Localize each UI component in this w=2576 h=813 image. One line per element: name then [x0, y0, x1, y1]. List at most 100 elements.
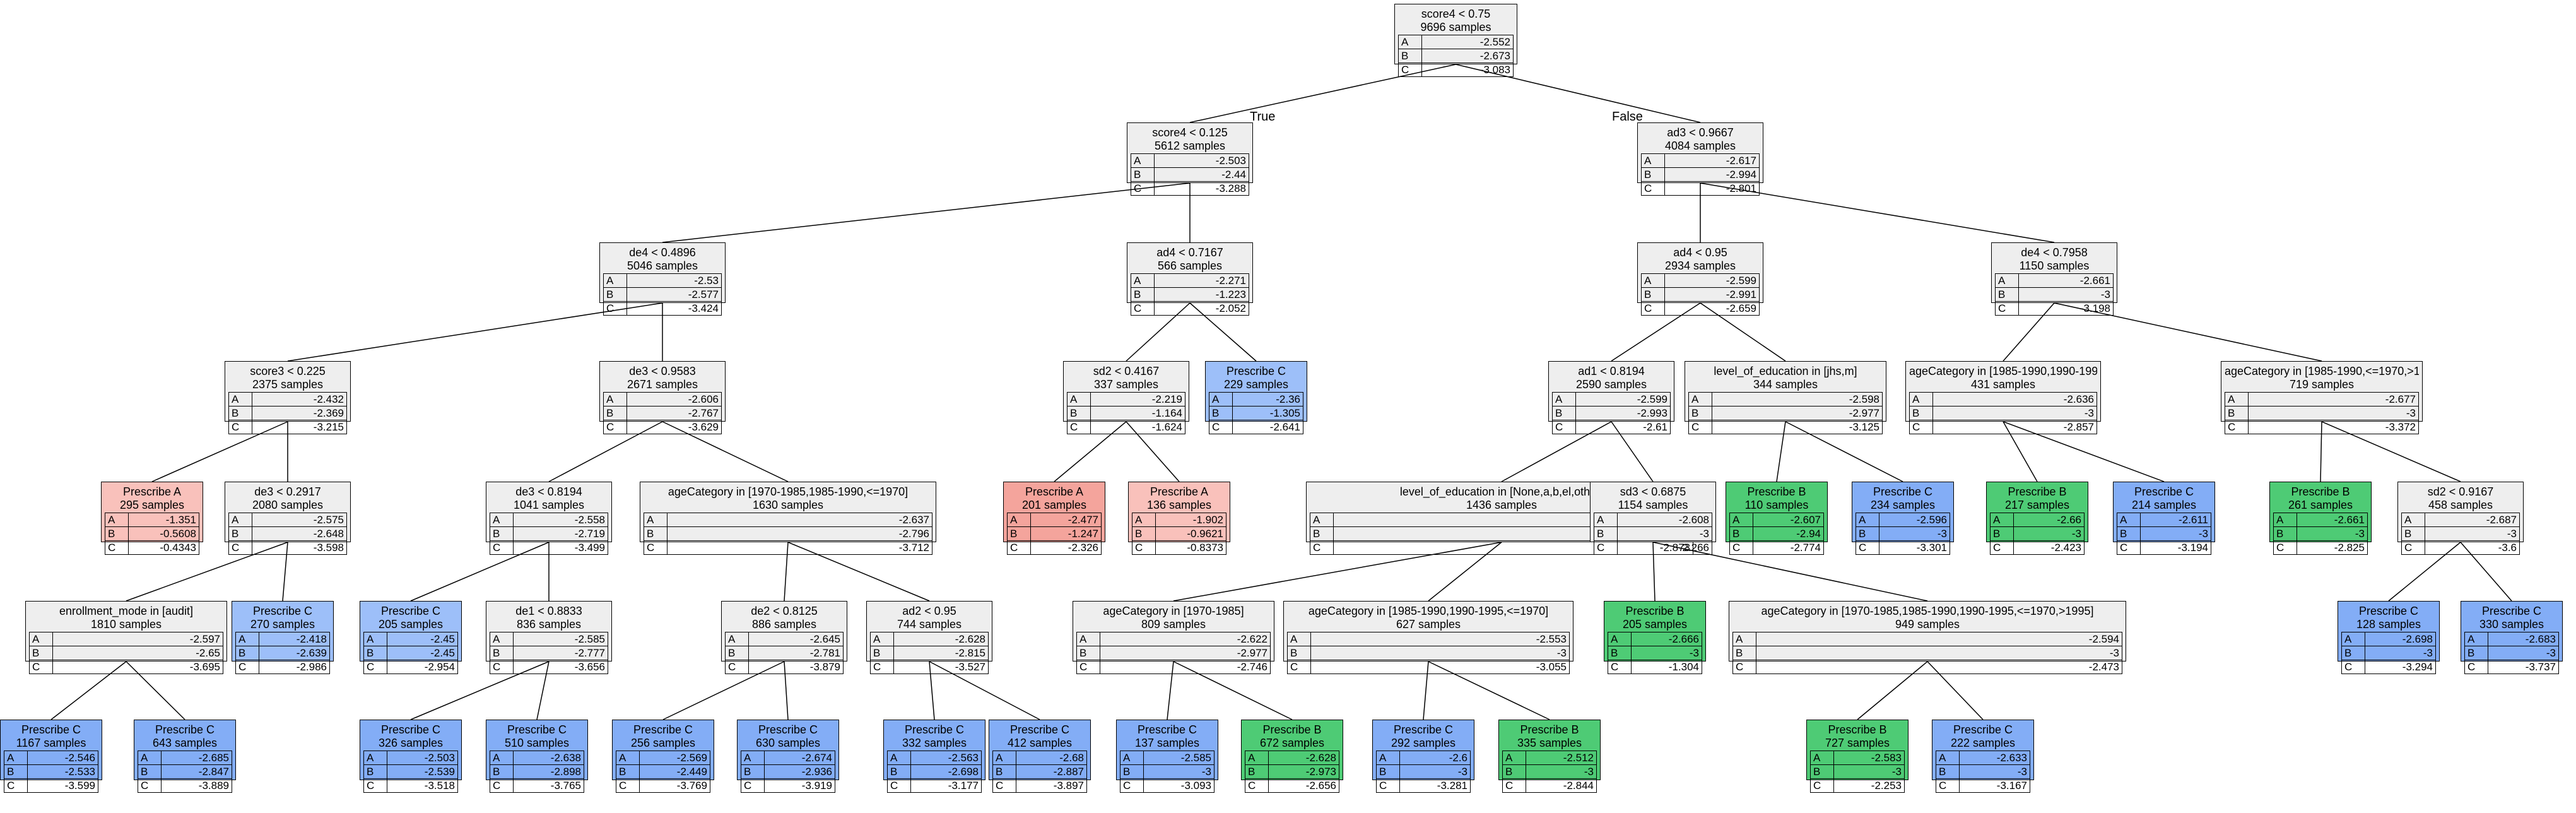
node-value-row: B-2.898: [490, 764, 584, 779]
node-value-row: B-2.991: [1641, 287, 1760, 302]
class-label: A: [2117, 513, 2141, 527]
node-value-row: B-2.533: [4, 764, 98, 779]
node-samples: 2590 samples: [1575, 378, 1647, 391]
class-label: C: [1856, 540, 1879, 555]
node-value-row: B-3: [2401, 526, 2520, 541]
class-value: -2.594: [1756, 632, 2122, 646]
class-label: A: [1856, 513, 1879, 527]
class-value: -2.656: [1268, 778, 1339, 793]
node-samples: 836 samples: [516, 618, 582, 631]
class-value: -2.6: [1399, 751, 1471, 765]
class-label: C: [603, 420, 627, 434]
class-label: A: [2401, 513, 2425, 527]
class-value: -2.503: [1154, 153, 1249, 168]
node-value-row: C-3.769: [616, 778, 710, 793]
class-value: -2.583: [1833, 751, 1905, 765]
class-label: C: [1287, 660, 1311, 674]
node-title: Prescribe C: [380, 605, 441, 617]
node-value-row: B-3: [2117, 526, 2211, 541]
class-value: -2.611: [2140, 513, 2211, 527]
class-label: B: [1856, 526, 1879, 541]
class-value: -2.552: [1421, 35, 1514, 49]
class-label: A: [1398, 35, 1422, 49]
class-label: C: [105, 540, 129, 555]
class-value: -2.685: [161, 751, 232, 765]
class-label: C: [490, 778, 514, 793]
class-label: A: [603, 273, 627, 288]
node-value-row: B-2.977: [1688, 406, 1883, 420]
node-samples: 886 samples: [751, 618, 817, 631]
node-value-row: A-2.685: [138, 751, 232, 765]
class-label: C: [1067, 420, 1091, 434]
node-samples: 2671 samples: [626, 378, 698, 391]
node-value-row: A-2.36: [1209, 392, 1303, 406]
tree-edge: [662, 182, 1191, 243]
class-label: A: [1732, 632, 1756, 646]
node-samples: 627 samples: [1396, 618, 1461, 631]
class-label: C: [2341, 660, 2365, 674]
class-label: B: [725, 646, 749, 660]
node-value-row: B-3: [1120, 764, 1214, 779]
class-label: B: [1729, 526, 1753, 541]
class-label: C: [228, 420, 252, 434]
class-label: A: [235, 632, 259, 646]
node-value-row: A-2.598: [1688, 392, 1883, 406]
node-value-row: C-3.288: [1131, 181, 1249, 196]
node-samples: 2375 samples: [252, 378, 324, 391]
node-samples: 261 samples: [2288, 499, 2353, 511]
class-label: A: [2464, 632, 2488, 646]
node-value-row: B-3: [1732, 646, 2122, 660]
class-value: -2.698: [910, 764, 982, 779]
node-value-row: A-2.6: [1376, 751, 1471, 765]
class-value: -3: [1631, 646, 1702, 660]
class-label: C: [616, 778, 640, 793]
class-value: -2.781: [748, 646, 844, 660]
class-value: -2.636: [1932, 392, 2097, 406]
node-value-row: C-3.897: [992, 778, 1087, 793]
node-samples: 2934 samples: [1664, 259, 1736, 272]
class-value: -3.125: [1712, 420, 1883, 434]
node-value-row: B-2.369: [228, 406, 347, 420]
class-value: -2.449: [639, 764, 710, 779]
class-label: B: [1209, 406, 1233, 420]
class-label: A: [2225, 392, 2249, 406]
class-value: -2.977: [1100, 646, 1271, 660]
class-value: -2.973: [1268, 764, 1339, 779]
node-samples: 214 samples: [2131, 499, 2197, 511]
node-value-row: C-3.294: [2341, 660, 2436, 674]
class-label: B: [1810, 764, 1834, 779]
node-title: Prescribe C: [1226, 365, 1286, 377]
node-value-row: A-2.53: [603, 273, 722, 288]
node-samples: 458 samples: [2428, 499, 2493, 511]
node-title: Prescribe C: [1953, 723, 2013, 736]
node-value-row: B-3: [1990, 526, 2085, 541]
class-label: A: [1688, 392, 1712, 406]
class-value: -2.477: [1030, 513, 1102, 527]
class-label: C: [1131, 301, 1155, 316]
class-value: -2.994: [1664, 167, 1760, 182]
class-label: C: [603, 301, 627, 316]
class-label: A: [1310, 513, 1334, 527]
node-title: ageCategory in [1970-1985,1985-1990,<=19…: [668, 485, 909, 498]
class-label: C: [644, 540, 668, 555]
